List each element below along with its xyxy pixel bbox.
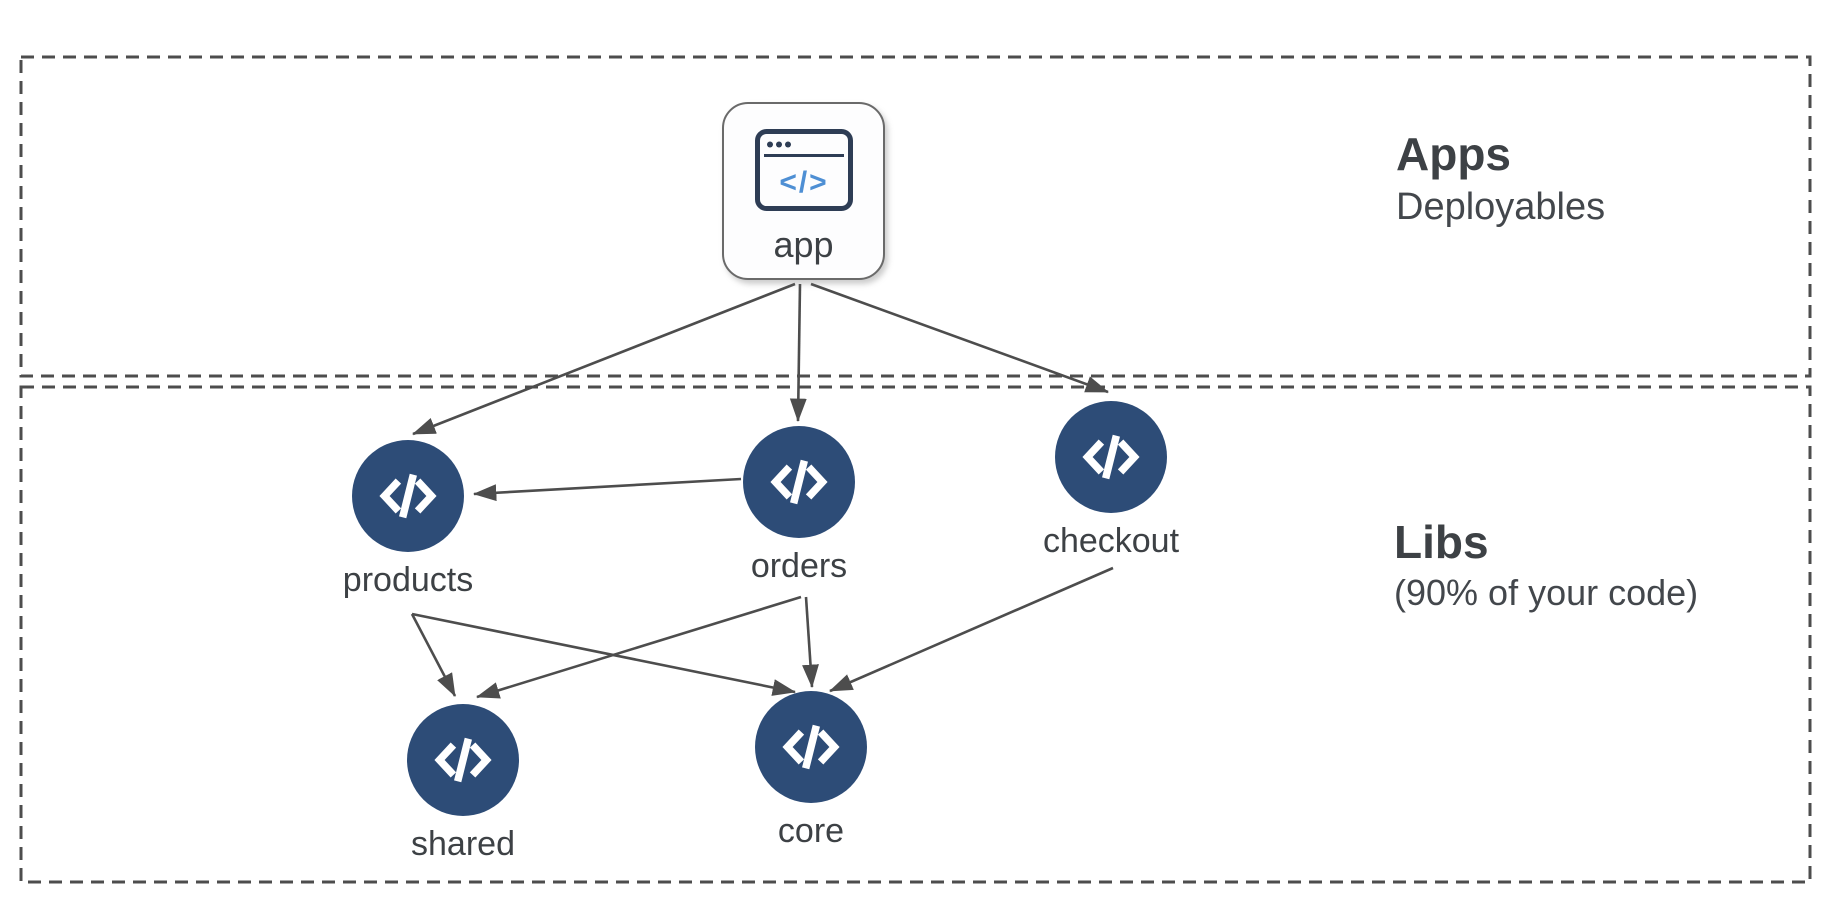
edge-products-to-core	[411, 612, 797, 696]
edge-orders-to-products	[472, 477, 742, 502]
node-label: products	[342, 561, 474, 599]
code-circle	[755, 691, 867, 803]
node-label: shared	[411, 825, 515, 863]
lib-node-core: core	[661, 691, 961, 851]
edge-app-to-products	[412, 282, 796, 436]
lib-node-shared: shared	[313, 704, 613, 864]
browser-dot	[775, 141, 782, 148]
edge-products-to-shared	[410, 613, 457, 697]
edge-app-to-orders	[789, 283, 807, 423]
region-apps-border	[19, 55, 1812, 378]
browser-dot	[784, 141, 791, 148]
node-label: checkout	[1042, 522, 1180, 560]
libs-region-label: Libs (90% of your code)	[1394, 514, 1698, 616]
edge-checkout-to-core	[829, 566, 1114, 693]
libs-subtitle: (90% of your code)	[1394, 572, 1699, 613]
browser-code-icon: </>	[754, 129, 853, 211]
region-libs-border	[19, 385, 1812, 884]
app-node-label: app	[773, 224, 834, 265]
svg-text:</>: </>	[779, 166, 828, 199]
apps-subtitle: Deployables	[1396, 186, 1606, 228]
lib-node-products: products	[258, 440, 558, 600]
lib-node-orders: orders	[649, 426, 949, 586]
code-icon	[1082, 434, 1140, 480]
edge-orders-to-core	[802, 596, 819, 689]
edge-orders-to-shared	[476, 595, 802, 699]
lib-node-checkout: checkout	[961, 401, 1261, 561]
browser-dot	[766, 141, 773, 148]
apps-region-label: Apps Deployables	[1396, 126, 1605, 232]
libs-title: Libs	[1394, 516, 1489, 568]
code-icon	[434, 737, 492, 783]
app-node: </> app	[722, 102, 885, 280]
code-circle	[407, 704, 519, 816]
code-icon	[379, 473, 437, 519]
code-circle	[352, 440, 464, 552]
code-icon	[782, 724, 840, 770]
code-circle	[1055, 401, 1167, 513]
node-label: orders	[750, 547, 848, 585]
edge-app-to-checkout	[810, 282, 1109, 394]
code-icon	[770, 459, 828, 505]
apps-title: Apps	[1396, 128, 1511, 180]
code-circle	[743, 426, 855, 538]
node-label: core	[777, 812, 845, 850]
